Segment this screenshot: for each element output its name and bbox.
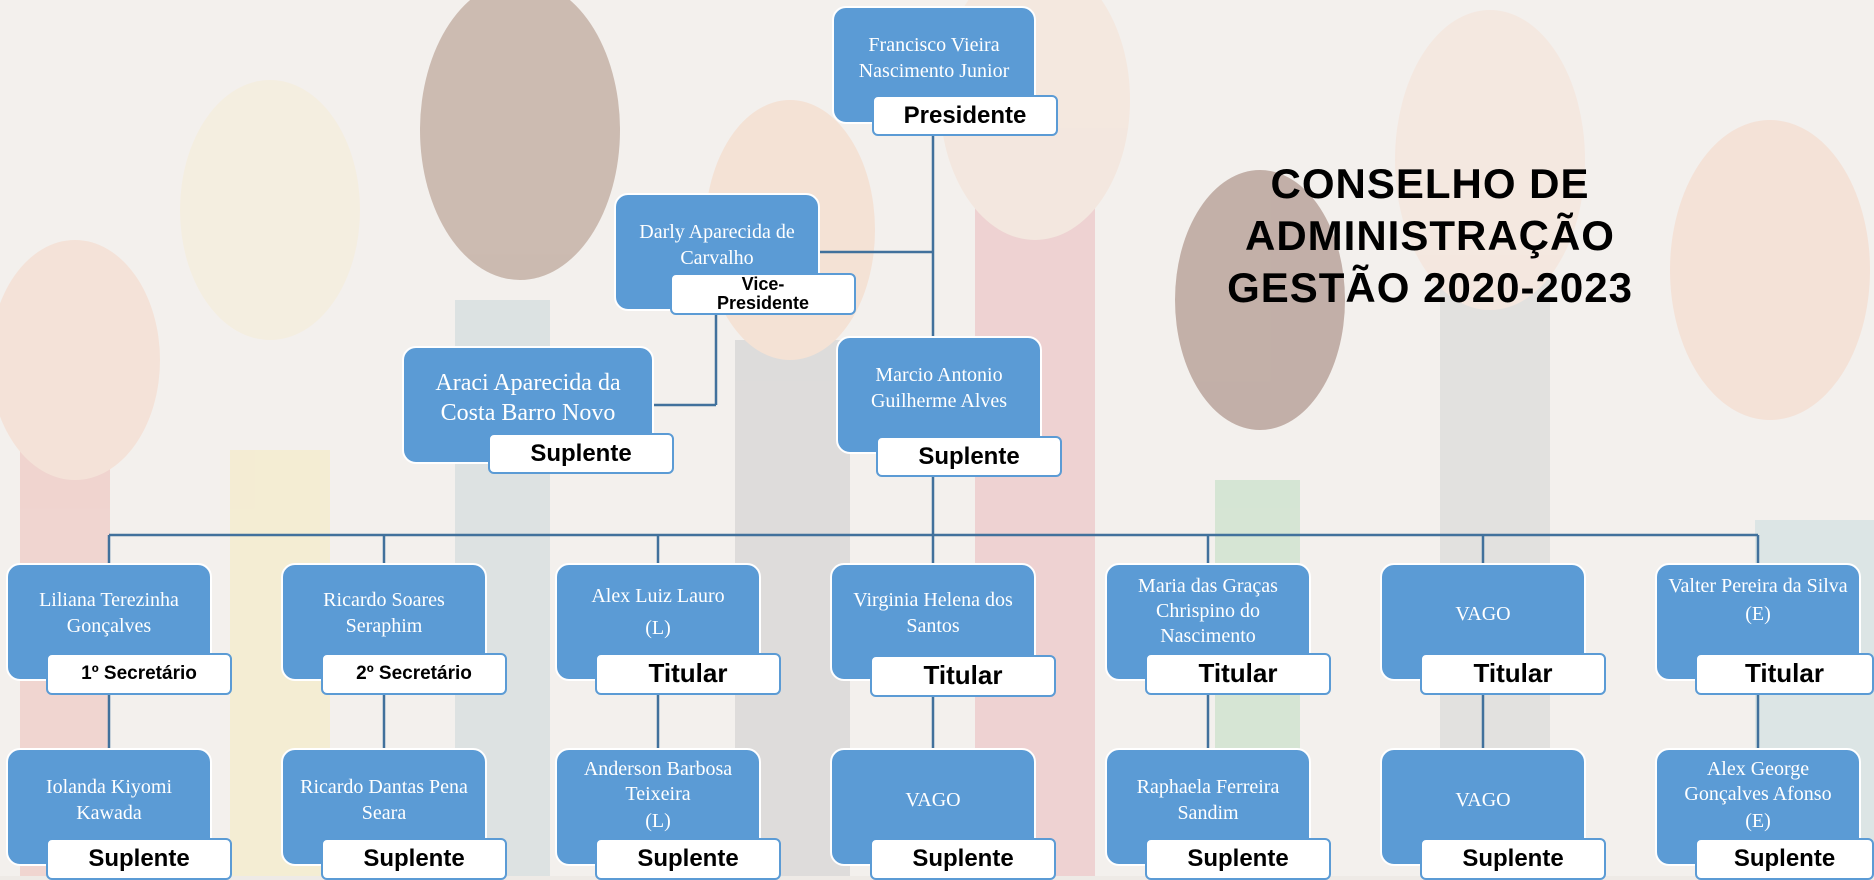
member-tag-3: (L) <box>645 617 671 639</box>
member-name-3: Alex Luiz Lauro <box>591 585 725 607</box>
member-name-1: Liliana Terezinha Gonçalves <box>39 589 179 637</box>
substitute-role-label-1: Suplente <box>46 838 232 880</box>
president-role-label: Presidente <box>872 95 1058 136</box>
substitute-node-3: Anderson Barbosa Teixeira (L) Suplente <box>555 748 781 880</box>
president-node: Francisco Vieira Nascimento Junior Presi… <box>832 6 1058 136</box>
substitute-name-4: VAGO <box>905 789 961 811</box>
member-role-label-4: Titular <box>870 655 1056 697</box>
vice-president-node: Darly Aparecida de Carvalho Vice-Preside… <box>614 193 856 315</box>
substitute-name-7: Alex George Gonçalves Afonso <box>1684 758 1832 805</box>
member-name-6: VAGO <box>1455 603 1511 625</box>
member-role-label-7: Titular <box>1695 653 1874 695</box>
substitute-name-6: VAGO <box>1455 789 1511 811</box>
member-name-2: Ricardo Soares Seraphim <box>323 589 445 637</box>
vice-substitute-name: Araci Aparecida da Costa Barro Novo <box>435 370 621 426</box>
substitute-tag-7: (E) <box>1745 810 1771 832</box>
vice-president-name: Darly Aparecida de Carvalho <box>639 221 795 269</box>
member-node-1: Liliana Terezinha Gonçalves 1º Secretári… <box>6 563 232 695</box>
member-role-label-2: 2º Secretário <box>321 653 507 695</box>
substitute-name-5: Raphaela Ferreira Sandim <box>1136 776 1280 824</box>
member-node-2: Ricardo Soares Seraphim 2º Secretário <box>281 563 507 695</box>
member-name-7: Valter Pereira da Silva <box>1668 575 1848 597</box>
member-node-4: Virginia Helena dos Santos Titular <box>830 563 1056 697</box>
substitute-name-1: Iolanda Kiyomi Kawada <box>45 776 173 824</box>
president-substitute-name: Marcio Antonio Guilherme Alves <box>870 364 1008 412</box>
substitute-node-4: VAGO Suplente <box>830 748 1056 880</box>
president-name: Francisco Vieira Nascimento Junior <box>858 34 1010 82</box>
substitute-name-2: Ricardo Dantas Pena Seara <box>300 776 468 824</box>
substitute-role-label-7: Suplente <box>1695 838 1874 880</box>
vice-substitute-role-label: Suplente <box>488 433 674 474</box>
member-role-label-1: 1º Secretário <box>46 653 232 695</box>
title-line-3: GESTÃO 2020-2023 <box>1227 264 1633 311</box>
substitute-role-label-4: Suplente <box>870 838 1056 880</box>
member-node-7: Valter Pereira da Silva (E) Titular <box>1655 563 1874 695</box>
member-role-label-3: Titular <box>595 653 781 695</box>
substitute-role-label-6: Suplente <box>1420 838 1606 880</box>
member-node-3: Alex Luiz Lauro (L) Titular <box>555 563 781 695</box>
member-name-5: Maria das Graças Chrispino do Nascimento <box>1138 575 1278 647</box>
substitute-tag-3: (L) <box>645 810 671 832</box>
member-node-6: VAGO Titular <box>1380 563 1606 695</box>
president-substitute-node: Marcio Antonio Guilherme Alves Suplente <box>836 336 1062 477</box>
vice-president-role-label: Vice-Presidente <box>670 273 856 315</box>
substitute-name-3: Anderson Barbosa Teixeira <box>583 758 733 805</box>
member-role-label-5: Titular <box>1145 653 1331 695</box>
president-substitute-role-label: Suplente <box>876 436 1062 477</box>
vice-substitute-node: Araci Aparecida da Costa Barro Novo Supl… <box>402 346 674 474</box>
substitute-role-label-2: Suplente <box>321 838 507 880</box>
substitute-role-label-5: Suplente <box>1145 838 1331 880</box>
substitute-node-6: VAGO Suplente <box>1380 748 1606 880</box>
member-tag-7: (E) <box>1745 603 1771 625</box>
title-line-2: ADMINISTRAÇÃO <box>1245 212 1615 259</box>
substitute-node-1: Iolanda Kiyomi Kawada Suplente <box>6 748 232 880</box>
substitute-node-5: Raphaela Ferreira Sandim Suplente <box>1105 748 1331 880</box>
member-name-4: Virginia Helena dos Santos <box>853 589 1013 637</box>
chart-title: CONSELHO DE ADMINISTRAÇÃO GESTÃO 2020-20… <box>1170 158 1690 314</box>
substitute-node-2: Ricardo Dantas Pena Seara Suplente <box>281 748 507 880</box>
member-node-5: Maria das Graças Chrispino do Nascimento… <box>1105 563 1331 695</box>
member-role-label-6: Titular <box>1420 653 1606 695</box>
title-line-1: CONSELHO DE <box>1270 160 1590 207</box>
substitute-role-label-3: Suplente <box>595 838 781 880</box>
substitute-node-7: Alex George Gonçalves Afonso (E) Suplent… <box>1655 748 1874 880</box>
